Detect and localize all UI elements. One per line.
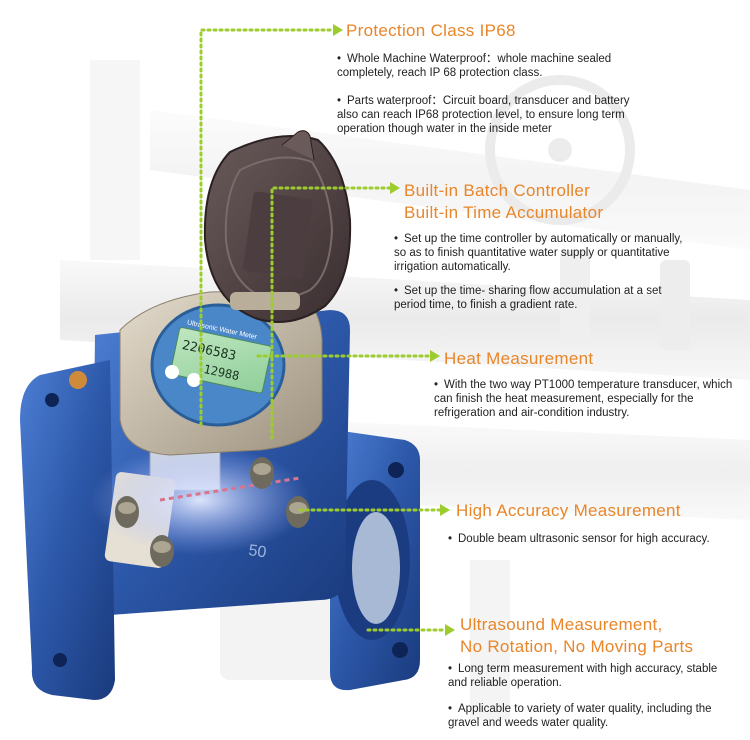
heading-ultrasound-measurement: Ultrasound Measurement, xyxy=(460,615,663,634)
heading-heat-measurement: Heat Measurement xyxy=(444,349,594,368)
paragraph: •Double beam ultrasonic sensor for high … xyxy=(448,533,710,545)
heading-time-accumulator: Built-in Time Accumulator xyxy=(404,203,604,222)
bullet-icon: • xyxy=(337,95,342,107)
bullet-icon: • xyxy=(448,533,453,545)
paragraph: •Set up the time- sharing flow accumulat… xyxy=(394,285,662,311)
flange-mark: 50 xyxy=(247,542,267,561)
heading-batch-controller: Built-in Batch Controller xyxy=(404,181,591,200)
bullet-icon: • xyxy=(394,285,399,297)
bullet-icon: • xyxy=(434,379,439,391)
bullet-icon: • xyxy=(448,703,453,715)
meter-lid xyxy=(203,130,352,323)
paragraph: •With the two way PT1000 temperature tra… xyxy=(434,379,733,419)
leader-lines xyxy=(199,28,447,632)
paragraph: •Parts waterproof：Circuit board, transdu… xyxy=(337,95,630,135)
right-flange xyxy=(330,429,420,691)
paragraph: •Set up the time controller by automatic… xyxy=(394,233,683,273)
heading-no-moving-parts: No Rotation, No Moving Parts xyxy=(460,637,694,656)
heading-protection-class: Protection Class IP68 xyxy=(346,21,516,40)
bullet-icon: • xyxy=(448,663,453,675)
paragraph: •Applicable to variety of water quality,… xyxy=(448,703,712,729)
bullet-icon: • xyxy=(394,233,399,245)
paragraph: •Whole Machine Waterproof：whole machine … xyxy=(337,53,612,79)
leader-arrows xyxy=(333,24,455,636)
paragraph: •Long term measurement with high accurac… xyxy=(448,663,718,689)
bullet-icon: • xyxy=(337,53,342,65)
heading-high-accuracy: High Accuracy Measurement xyxy=(456,501,681,520)
